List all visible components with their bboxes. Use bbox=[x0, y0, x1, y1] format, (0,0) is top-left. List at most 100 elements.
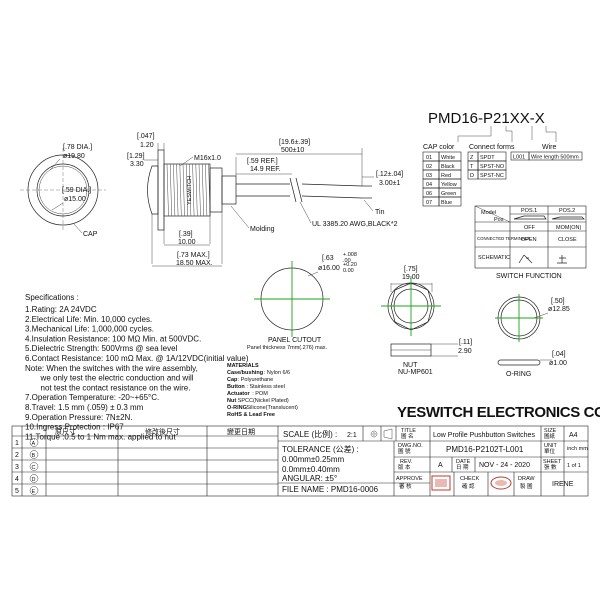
check-label: CHECK bbox=[460, 476, 480, 482]
cap-color-header: CAP color bbox=[423, 144, 455, 151]
sf-pos2: POS.2 bbox=[559, 208, 575, 214]
body-dia-in: [.59 DIA.] bbox=[62, 187, 91, 194]
angular-tolerance: ANGULAR: ±5° bbox=[282, 474, 337, 483]
title-value: Low Profile Pushbutton Switches bbox=[433, 432, 535, 439]
connect-form-code: Z bbox=[470, 155, 474, 161]
approve-stamp bbox=[431, 475, 451, 491]
wire-spec-label: UL 3385.20 AWG,BLACK*2 bbox=[312, 221, 398, 228]
sheet-value: 1 of 1 bbox=[567, 463, 581, 469]
rev-header-3: 變更日期 bbox=[227, 427, 255, 436]
draw-label-zh: 製 圖 bbox=[520, 482, 533, 490]
unit-label: UNIT bbox=[544, 443, 557, 449]
rev-row-mark: E bbox=[32, 489, 36, 495]
tin-label: Tin bbox=[375, 209, 385, 216]
materials-title: MATERIALS bbox=[227, 363, 259, 369]
rev-row-mark: D bbox=[32, 477, 36, 483]
spec-line: 9.Operation Pressure: 7N±2N. bbox=[25, 413, 133, 422]
spec-line: 8.Travel: 1.5 mm (.059) ± 0.3 mm bbox=[25, 403, 144, 412]
approve-label: APPROVE bbox=[396, 476, 423, 482]
rev-row-mark: B bbox=[32, 453, 36, 459]
molding-label: Molding bbox=[250, 226, 275, 233]
oring-thick-mm: ø1.00 bbox=[549, 360, 567, 367]
cap-color-code: 02 bbox=[426, 164, 432, 170]
specs-title: Specifications : bbox=[25, 293, 79, 302]
rev-header-1: 原尺寸 bbox=[55, 427, 76, 436]
dwg-label: DWG.NO. bbox=[398, 443, 423, 449]
material-value: : Nylon 6/6 bbox=[264, 370, 290, 376]
body-dia-mm: ø15.00 bbox=[64, 196, 86, 203]
spec-line: 6.Contact Resistance: 100 mΩ Max. @ 1A/1… bbox=[25, 354, 249, 363]
date-label: DATE bbox=[456, 459, 471, 465]
dwg-label-zh: 圖 號 bbox=[398, 447, 411, 455]
unit-value: inch mm bbox=[567, 446, 588, 452]
oring-thick-in: [.04] bbox=[552, 351, 566, 358]
thread-spec: M16x1.0 bbox=[194, 155, 221, 162]
sf-pos1: POS.1 bbox=[521, 208, 537, 214]
material-key: Button bbox=[227, 384, 245, 390]
nut-thick-mm: 2.90 bbox=[458, 348, 472, 355]
material-key: Cap bbox=[227, 377, 238, 383]
nut-part: NU-MP601 bbox=[398, 369, 433, 376]
dim-39-in: [.39] bbox=[179, 231, 193, 238]
check-stamp bbox=[490, 476, 512, 490]
sf-conn1: OPEN bbox=[521, 237, 537, 243]
cap-dia-in: [.78 DIA.] bbox=[63, 144, 92, 151]
draw-label: DRAW bbox=[518, 476, 535, 482]
cap-color-name: Green bbox=[441, 191, 456, 197]
nut-title: NUT bbox=[403, 362, 418, 369]
cap-color-name: Blue bbox=[441, 200, 452, 206]
cap-color-name: White bbox=[441, 155, 455, 161]
cap-color-name: Black bbox=[441, 164, 455, 170]
material-value: : Stainless steel bbox=[246, 384, 285, 390]
cap-color-code: 01 bbox=[426, 155, 432, 161]
spec-line: Note: When the switches with the wire as… bbox=[25, 364, 198, 373]
tolerance-1: 0.00mm±0.25mm bbox=[282, 455, 345, 464]
spec-line: 10.Ingress Protection : IP67 bbox=[25, 423, 124, 432]
sf-conn2: CLOSE bbox=[558, 237, 577, 243]
connect-form-name: SPDT bbox=[480, 155, 495, 161]
cap-color-code: 03 bbox=[426, 173, 432, 179]
title-label: TITLE bbox=[401, 428, 416, 434]
rev-row-number: 4 bbox=[15, 476, 19, 483]
check-label-zh: 確 認 bbox=[462, 482, 475, 490]
rev-label-zh: 版 本 bbox=[398, 463, 411, 471]
spec-line: not test the contact resistance on the w… bbox=[25, 383, 190, 392]
size-label-zh: 圖紙 bbox=[544, 432, 556, 440]
material-value: SPCC(Nickel Plated) bbox=[238, 398, 289, 404]
oring-dia-in: [.50] bbox=[551, 298, 565, 305]
material-value: : Polyurethane bbox=[238, 377, 273, 383]
dim-196-in: [19.6±.39] bbox=[279, 139, 310, 146]
rev-value: A bbox=[438, 462, 443, 469]
sf-pos2-state: MOM(ON) bbox=[556, 225, 582, 231]
spec-line: 5.Dielectric Strength: 500Vrms @ sea lev… bbox=[25, 344, 178, 353]
material-key: Case/bushing bbox=[227, 370, 263, 376]
title-label-zh: 圖 名 bbox=[401, 432, 414, 440]
nut-thick-in: [.11] bbox=[459, 339, 472, 346]
title-block bbox=[11, 425, 589, 497]
rev-row-mark: A bbox=[32, 441, 36, 447]
dim-330-mm: 3.30 bbox=[130, 161, 144, 168]
size-value: A4 bbox=[569, 432, 578, 439]
tolerance-label: TOLERANCE (公差) : bbox=[282, 444, 359, 454]
rev-header-2: 修改後尺寸 bbox=[145, 427, 180, 436]
material-value: Silicone(Translucent) bbox=[246, 405, 298, 411]
file-name: FILE NAME : PMD16-0006 bbox=[282, 485, 379, 494]
switch-side-view bbox=[147, 149, 372, 231]
sf-title: SWITCH FUNCTION bbox=[496, 273, 562, 280]
dim-500-mm: 500±10 bbox=[281, 147, 304, 154]
cap-color-name: Yellow bbox=[441, 182, 457, 188]
wire-code: L001 bbox=[513, 155, 525, 161]
dim-120-mm: 1.20 bbox=[140, 142, 154, 149]
rev-row-number: 1 bbox=[15, 440, 19, 447]
connect-form-code: D bbox=[470, 173, 474, 179]
scale-label: SCALE (比例) : bbox=[283, 429, 337, 439]
sf-pos1-state: OFF bbox=[524, 225, 536, 231]
cap-dia-mm: ø19.80 bbox=[63, 153, 85, 160]
cutout-dia-in: [.63 bbox=[322, 255, 334, 262]
dim-1850-mm: 18.50 MAX. bbox=[176, 260, 213, 267]
connect-form-name: SPST-NO bbox=[480, 164, 505, 170]
spec-line: 11.Torque :0.5 to 1 Nm max. applied to n… bbox=[25, 432, 176, 441]
cutout-tol-mm-bot: 0.00 bbox=[343, 268, 354, 274]
